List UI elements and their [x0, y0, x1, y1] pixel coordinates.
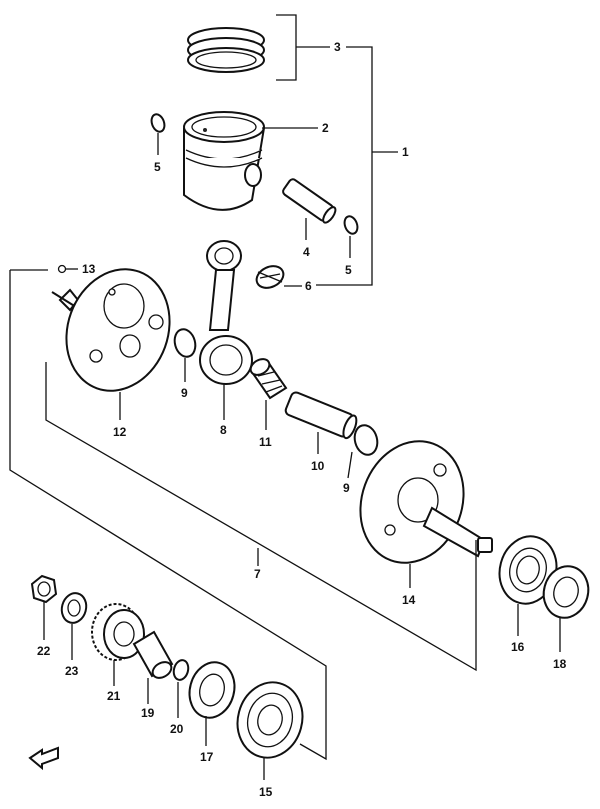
big-end-bearing: [249, 358, 288, 400]
part-label-11: 11: [259, 435, 272, 449]
primary-gear-21: [91, 603, 145, 661]
part-label-9a: 9: [181, 386, 188, 400]
part-label-21: 21: [107, 689, 121, 703]
part-label-7: 7: [254, 567, 261, 581]
part-label-8: 8: [220, 423, 227, 437]
part-label-6: 6: [305, 279, 312, 293]
thrust-washer-left: [173, 328, 197, 358]
bearing-15: [236, 681, 304, 759]
part-label-14: 14: [402, 593, 416, 607]
part-label-17: 17: [200, 750, 214, 764]
bracket-7-inner: [45, 362, 477, 672]
crank-pin: [284, 391, 358, 440]
leader-9b: [347, 451, 353, 479]
part-label-22: 22: [37, 644, 51, 658]
o-ring-20: [172, 659, 190, 681]
part-label-23: 23: [65, 664, 79, 678]
bracket-3: [276, 14, 297, 81]
part-label-2: 2: [322, 121, 329, 135]
connecting-rod: [199, 240, 253, 385]
part-label-18: 18: [553, 657, 567, 671]
right-crank-half: [359, 440, 493, 564]
bracket-7-left: [9, 269, 327, 761]
piston-pin: [282, 178, 337, 224]
forward-arrow-icon: [28, 746, 59, 771]
part-label-5b: 5: [345, 263, 352, 277]
part-label-13: 13: [82, 262, 96, 276]
part-label-19: 19: [141, 706, 155, 720]
part-label-4: 4: [303, 245, 310, 259]
bracket-1: [316, 46, 373, 286]
oil-seal-18: [542, 565, 590, 619]
part-label-5a: 5: [154, 160, 161, 174]
washer-23: [60, 592, 88, 624]
left-crank-half: [51, 268, 171, 392]
piston: [183, 111, 265, 211]
bearing-16: [498, 535, 558, 605]
part-label-12: 12: [113, 425, 127, 439]
piston-rings: [187, 27, 265, 73]
part-label-1: 1: [402, 145, 409, 159]
part-label-9b: 9: [343, 481, 350, 495]
part-label-15: 15: [259, 785, 273, 799]
part-label-10: 10: [311, 459, 325, 473]
part-label-16: 16: [511, 640, 525, 654]
spacer-19: [132, 630, 174, 679]
part-label-3: 3: [334, 40, 341, 54]
part-label-20: 20: [170, 722, 184, 736]
thrust-washer-right: [353, 424, 379, 456]
nut-22: [30, 574, 58, 604]
oil-seal-17: [188, 661, 236, 719]
circlip-left: [150, 113, 166, 133]
small-end-bearing: [255, 265, 285, 289]
woodruff-key: [57, 264, 67, 274]
circlip-right: [343, 215, 359, 235]
